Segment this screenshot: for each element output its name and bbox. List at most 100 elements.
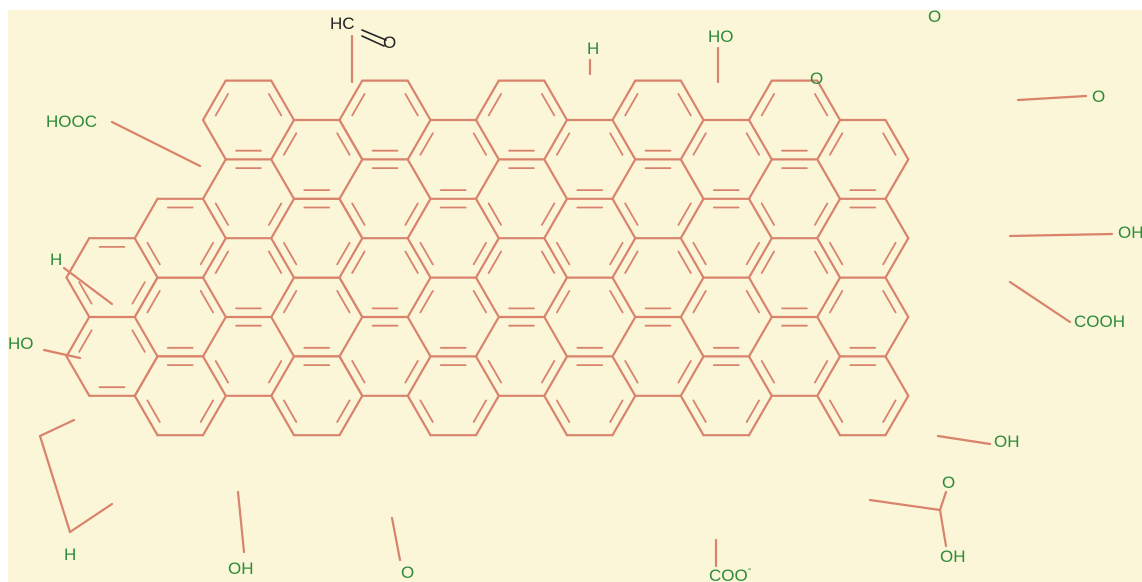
bond <box>201 237 227 279</box>
bond <box>679 237 705 279</box>
bond <box>474 315 500 358</box>
bond <box>543 394 569 437</box>
double-bond <box>336 289 351 314</box>
double-bond <box>351 93 366 117</box>
double-bond <box>472 289 488 314</box>
double-bond <box>829 289 844 314</box>
double-bond <box>829 399 844 423</box>
bond <box>406 315 432 358</box>
label-aldehyde-o: O <box>383 33 396 52</box>
double-bond <box>214 250 230 274</box>
label-quinone-o-top: O <box>928 7 941 26</box>
bond <box>270 276 296 319</box>
label-carboxylate-charge: - <box>748 563 752 575</box>
bond <box>884 118 910 161</box>
bond <box>474 237 500 279</box>
double-bond <box>745 289 760 314</box>
double-bond <box>829 241 844 266</box>
bond <box>679 355 705 397</box>
double-bond <box>351 250 366 274</box>
double-bond <box>336 241 351 266</box>
bond <box>816 276 842 319</box>
bond-ring-left <box>38 434 72 534</box>
label-oh-right: OH <box>1118 223 1142 242</box>
double-bond <box>199 241 215 266</box>
bond <box>406 158 432 200</box>
bond <box>611 276 637 319</box>
bond-ho-left <box>42 348 82 360</box>
double-bond <box>882 399 897 423</box>
bond <box>884 197 910 240</box>
double-bond <box>419 289 434 314</box>
bond <box>543 276 569 319</box>
bond <box>611 355 637 397</box>
bond <box>474 276 500 319</box>
double-bond <box>541 202 556 226</box>
double-bond <box>677 360 692 384</box>
bond <box>474 355 500 397</box>
double-bond <box>131 329 146 353</box>
bond-h-left <box>62 266 114 306</box>
double-bond <box>146 241 161 266</box>
double-bond <box>882 132 897 156</box>
double-bond <box>814 250 829 274</box>
label-aldehyde-hc: HC <box>330 14 355 33</box>
double-bond <box>404 360 419 384</box>
bond-ring-left-top <box>38 418 76 438</box>
double-bond <box>760 250 775 274</box>
double-bond <box>282 289 298 314</box>
double-bond <box>760 202 775 226</box>
bond <box>543 355 569 397</box>
bond <box>747 315 773 358</box>
label-h-left: H <box>50 250 62 269</box>
label-cooh-right: COOH <box>1074 312 1125 331</box>
bond <box>201 118 227 161</box>
bond <box>679 394 705 437</box>
bond <box>543 158 569 200</box>
bond <box>816 79 842 122</box>
bond <box>816 118 842 161</box>
bond <box>133 394 159 437</box>
bond <box>747 394 773 437</box>
hexagon-lattice <box>65 79 910 437</box>
double-bond <box>814 93 829 117</box>
bond <box>884 276 910 319</box>
double-bond <box>404 93 419 117</box>
double-bond <box>541 93 556 117</box>
bond <box>816 355 842 397</box>
bond <box>406 79 432 122</box>
bond <box>611 394 637 437</box>
bond <box>747 197 773 240</box>
bond <box>133 355 159 397</box>
double-bond <box>336 399 351 423</box>
double-bond <box>282 132 298 156</box>
double-bond <box>609 289 624 314</box>
label-acid-oh: OH <box>940 547 966 566</box>
bond <box>133 315 159 358</box>
bond <box>201 276 227 319</box>
double-bond <box>487 93 503 117</box>
double-bond <box>351 360 366 384</box>
double-bond <box>760 93 775 117</box>
bond <box>270 394 296 437</box>
bond <box>884 355 910 397</box>
bond <box>406 276 432 319</box>
double-bond <box>624 360 639 384</box>
double-bond <box>692 241 707 266</box>
double-bond <box>882 241 897 266</box>
bond <box>611 158 637 200</box>
double-bond <box>541 360 556 384</box>
label-ho-top: HO <box>708 27 734 46</box>
bond <box>679 276 705 319</box>
bond <box>816 197 842 240</box>
bond <box>338 197 364 240</box>
double-bond <box>609 399 624 423</box>
double-bond <box>146 399 161 423</box>
bond <box>338 158 364 200</box>
double-bond <box>419 241 434 266</box>
bond <box>474 197 500 240</box>
bond-aldehyde-double-2 <box>361 29 387 41</box>
double-bond <box>472 399 488 423</box>
label-h-top: H <box>587 39 599 58</box>
